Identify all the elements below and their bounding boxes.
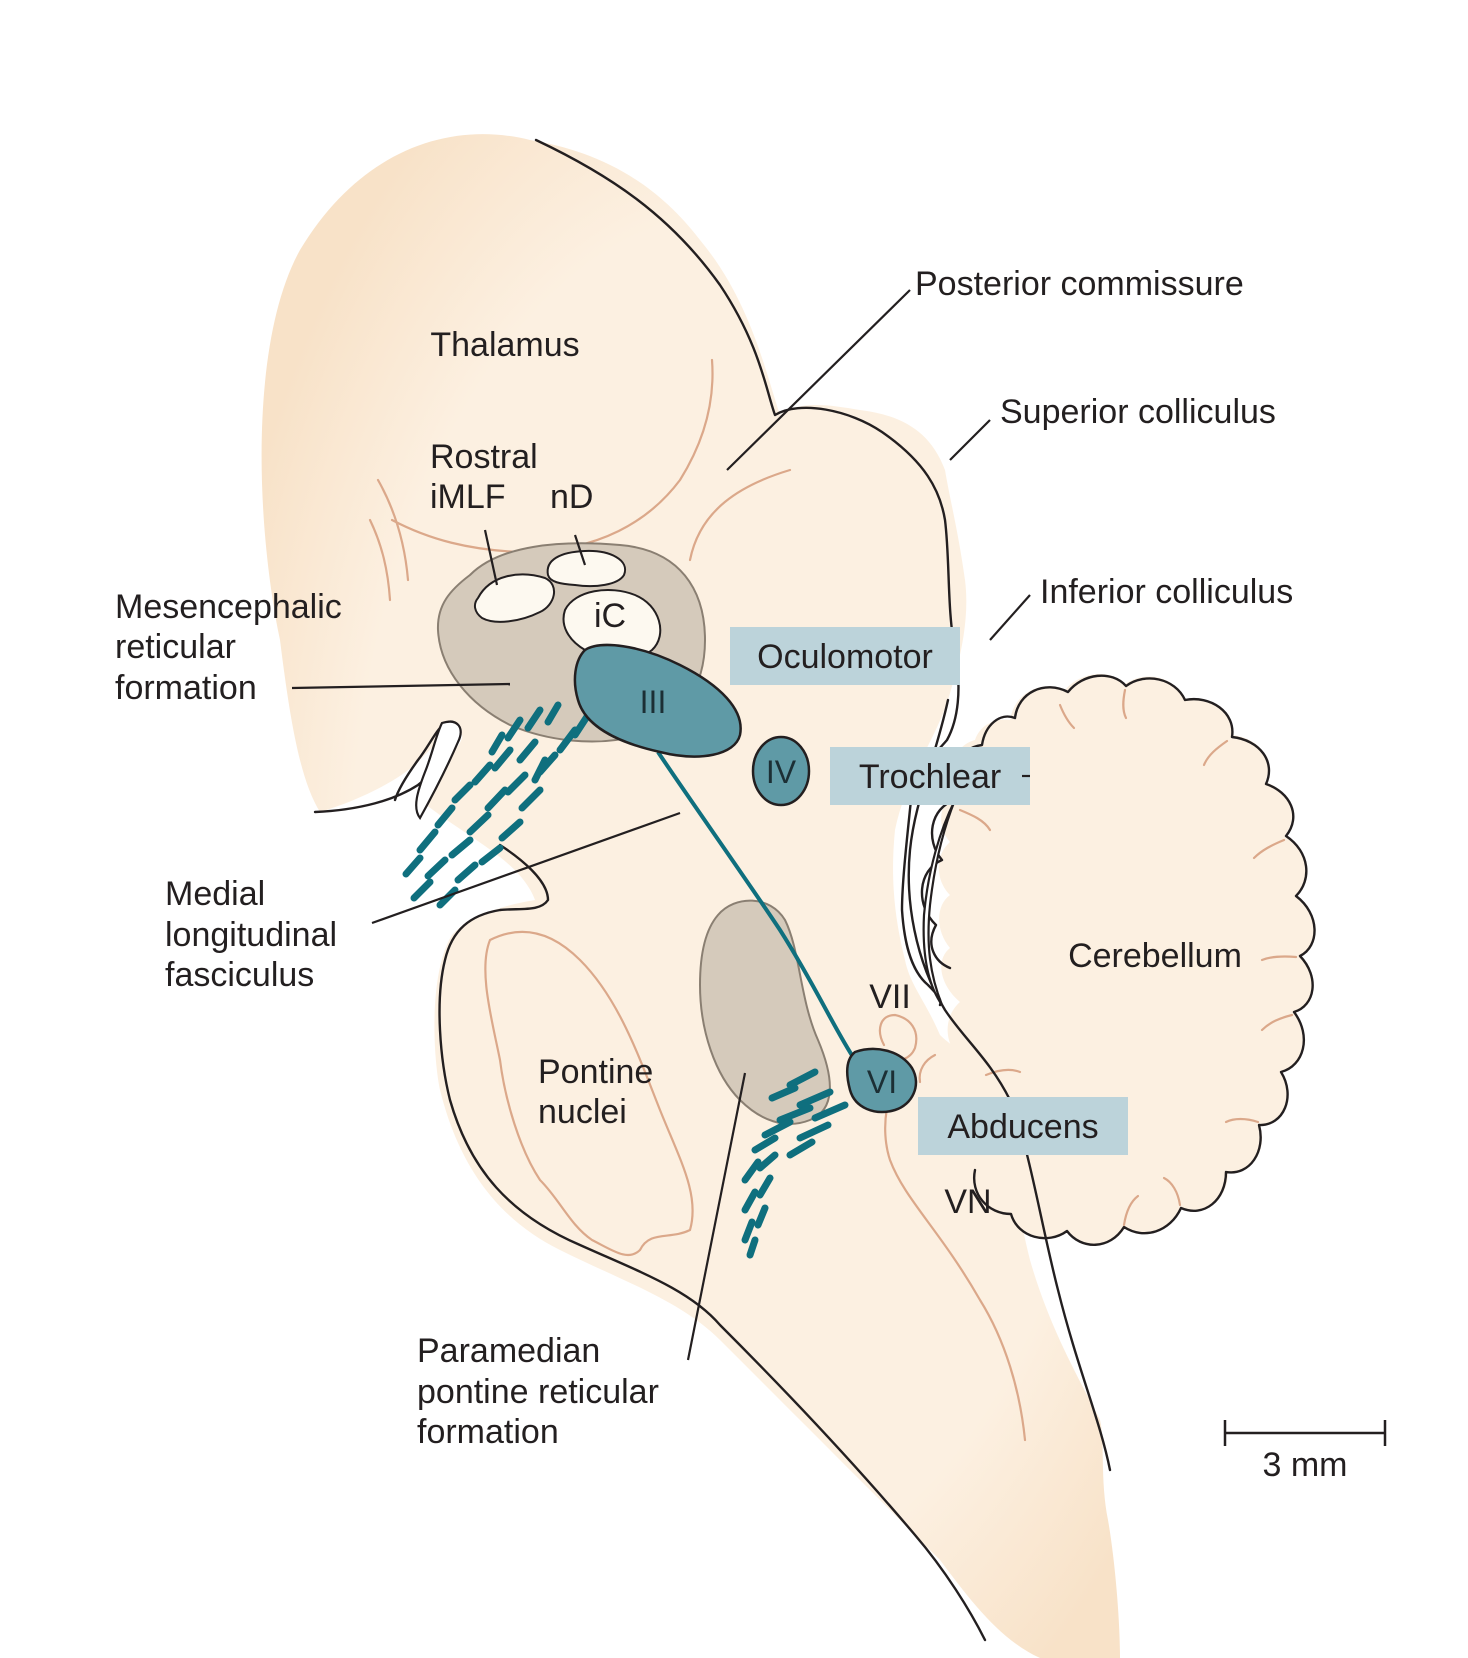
trochlear-nucleus-iv xyxy=(751,735,811,807)
cerebellum-fold xyxy=(1260,1013,1294,1032)
nd-label: nD xyxy=(550,478,593,516)
cerebellum-fold xyxy=(1202,739,1229,767)
vestibular-nucleus-outline xyxy=(884,1063,1027,1442)
mrf-leader xyxy=(291,682,511,690)
oculomotor-nucleus-iii xyxy=(573,643,742,758)
abducens-nucleus-vi xyxy=(845,1047,918,1114)
superior-colliculus-label: Superior colliculus xyxy=(1000,393,1276,431)
oculomotor-tag-label: Oculomotor xyxy=(757,638,933,676)
trochlear-tag xyxy=(830,747,1030,805)
pprf-fiber-bundle xyxy=(741,1068,849,1259)
pprf-label-line1: Paramedian xyxy=(417,1332,600,1370)
cerebellum-fold xyxy=(1058,703,1076,730)
pontine-nuclei-outline xyxy=(484,930,694,1257)
mrf-label-line3: formation xyxy=(115,669,257,707)
mrf-label-line2: reticular xyxy=(115,628,236,666)
mlf-label-line1: Medial xyxy=(165,875,265,913)
thalamus-boundary xyxy=(390,358,714,554)
label-vi: VI xyxy=(867,1064,897,1100)
pontine-nuclei-label-line1: Pontine xyxy=(538,1053,653,1091)
abducens-tag-label: Abducens xyxy=(947,1108,1098,1146)
cerebellar-fissure xyxy=(922,799,957,1006)
midbrain-boundary-left xyxy=(376,478,410,582)
cerebellum-fold xyxy=(984,1068,1022,1077)
thalamus-posterior-outline xyxy=(534,138,960,1007)
inferior-colliculus-label: Inferior colliculus xyxy=(1040,573,1293,611)
mlf-leader xyxy=(371,811,681,925)
cerebellum-label: Cerebellum xyxy=(1068,937,1242,975)
nd-leader xyxy=(573,534,587,566)
rostral-imlf-nucleus xyxy=(473,573,555,623)
nd-nucleus xyxy=(546,549,627,588)
scale-bar: 3 mm xyxy=(1223,1420,1387,1484)
inferior-colliculus-leader xyxy=(989,594,1031,641)
pprf-leader xyxy=(686,1072,747,1361)
vii-label: VII xyxy=(869,978,911,1016)
thalamus-label: Thalamus xyxy=(430,326,579,364)
pontine-nuclei-label-line2: nuclei xyxy=(538,1093,627,1131)
ic-nucleus xyxy=(562,589,662,660)
dorsal-brainstem-outline xyxy=(907,698,1112,1472)
pprf-label-line3: formation xyxy=(417,1413,559,1451)
pprf-region xyxy=(698,899,831,1125)
trochlear-tag-label: Trochlear xyxy=(859,758,1001,796)
posterior-commissure-leader xyxy=(726,289,911,471)
abducens-tag xyxy=(918,1097,1128,1155)
mlf-label-line2: longitudinal xyxy=(165,916,337,954)
vn-label: VN xyxy=(944,1183,991,1221)
oculomotor-tag xyxy=(730,627,960,685)
scale-bar-label: 3 mm xyxy=(1263,1446,1348,1484)
cerebellum-fold xyxy=(958,808,992,832)
cerebellum-fold xyxy=(1252,838,1286,860)
mlf-fiber-bundle xyxy=(402,701,594,909)
cerebellum-fold xyxy=(1122,688,1128,720)
ic-label: iC xyxy=(594,597,626,635)
mlf-label-line3: fasciculus xyxy=(165,956,314,994)
superior-colliculus-leader xyxy=(949,419,991,461)
pons-outline xyxy=(438,843,987,1642)
cerebellum-fold xyxy=(1122,1194,1140,1227)
rostral-imlf-label-line1: Rostral xyxy=(430,438,538,476)
label-iii: III xyxy=(640,684,667,720)
mrf-label-line1: Mesencephalic xyxy=(115,588,342,626)
label-iv: IV xyxy=(766,754,797,790)
brainstem-tissue xyxy=(261,134,1120,1658)
mlf-channel xyxy=(415,720,462,820)
posterior-commissure-label: Posterior commissure xyxy=(915,265,1244,303)
abducens-to-oculomotor-pathway xyxy=(656,750,857,1062)
cerebellum-fold xyxy=(1260,955,1298,962)
cerebellum-fold xyxy=(1224,1117,1260,1124)
midbrain-boundary-left-2 xyxy=(368,518,392,602)
cerebellum-fold xyxy=(1162,1176,1182,1207)
rostral-imlf-label-line2: iMLF xyxy=(430,478,506,516)
colliculus-boundary xyxy=(688,468,792,562)
pprf-label-line2: pontine reticular xyxy=(417,1373,659,1411)
vii-nerve-ring xyxy=(918,1053,937,1084)
rostral-imlf-leader xyxy=(483,529,499,586)
